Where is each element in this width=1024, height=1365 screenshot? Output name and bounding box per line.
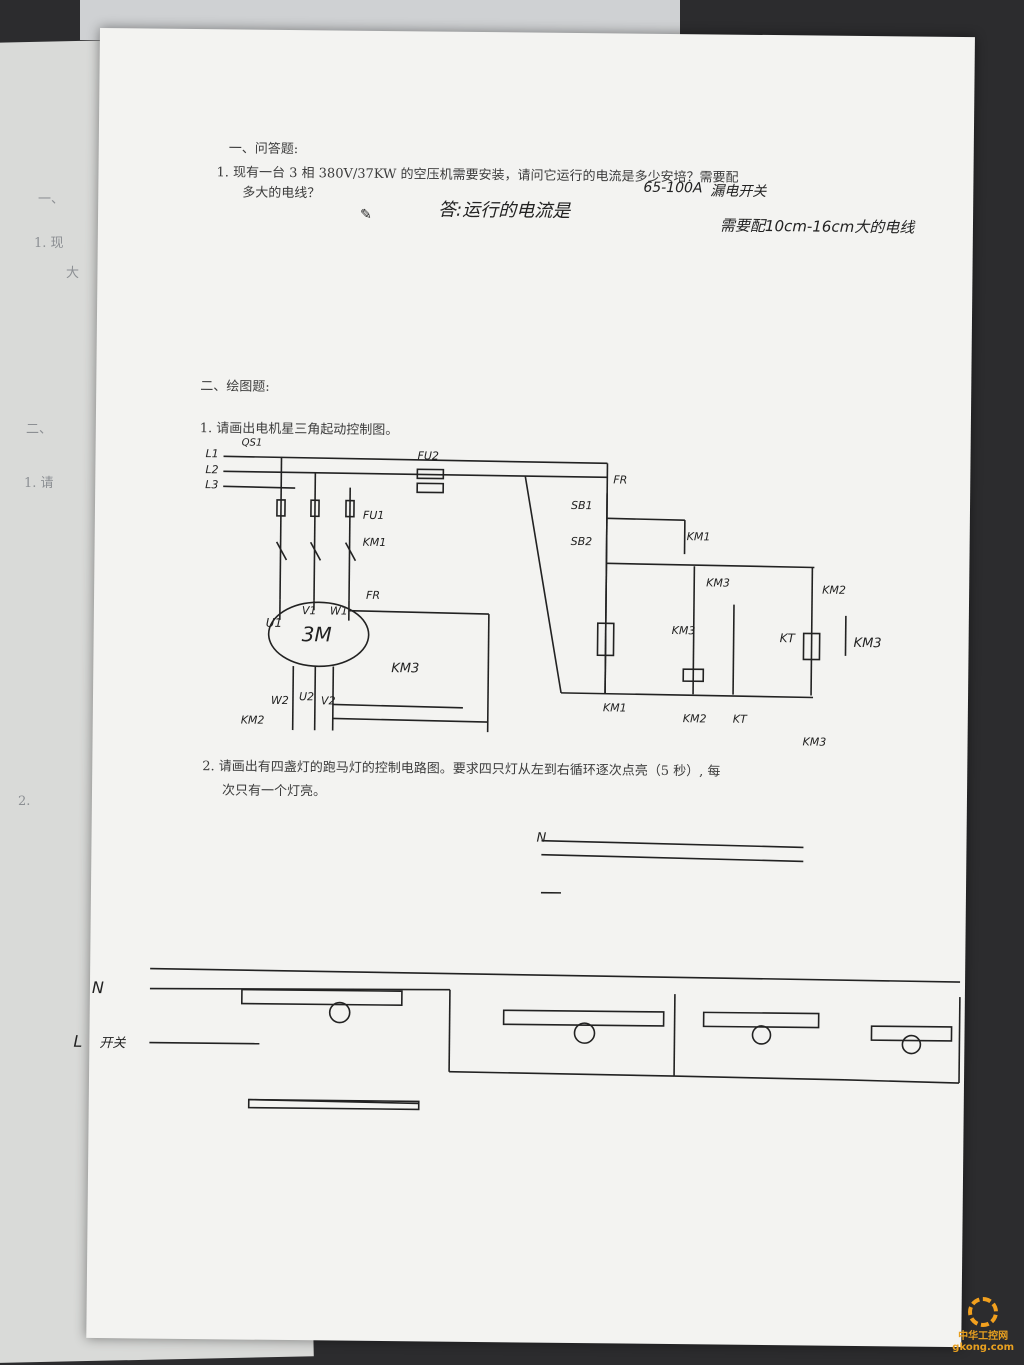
label-w1: W1 xyxy=(329,604,348,618)
under-text-1: 一、 xyxy=(38,192,65,207)
label-v2: V2 xyxy=(320,694,336,708)
label-sb2: SB2 xyxy=(570,534,593,549)
watermark-url: gkong.com xyxy=(952,1342,1014,1353)
watermark-name: 中华工控网 xyxy=(958,1331,1009,1342)
label-km3-right: KM3 xyxy=(706,576,730,590)
gear-logo-icon xyxy=(968,1297,999,1327)
under-text-2: 1. 现 xyxy=(34,236,64,251)
label-km1: KM1 xyxy=(362,535,387,550)
label-fu1: FU1 xyxy=(362,508,385,523)
label-u1: U1 xyxy=(265,615,283,630)
label-fr: FR xyxy=(366,588,381,602)
label-motor: 3M xyxy=(301,622,332,647)
label-u2: U2 xyxy=(298,690,315,704)
under-text-5: 1. 请 xyxy=(24,476,54,491)
label-km3: KM3 xyxy=(391,661,420,677)
label-km1-right: KM1 xyxy=(686,530,711,544)
label-km3-top: KM3 xyxy=(853,635,882,652)
label-kt: KT xyxy=(779,631,795,646)
label-l1: L1 xyxy=(205,447,219,461)
label-km1-bottom: KM1 xyxy=(602,701,627,715)
lamp-diagram xyxy=(149,839,961,1111)
label-l3: L3 xyxy=(205,478,219,492)
label-w2: W2 xyxy=(270,693,289,708)
label-qs: QS1 xyxy=(241,437,263,449)
label-km3-coil: KM3 xyxy=(671,624,696,638)
watermark: 中华工控网 gkong.com xyxy=(952,1297,1014,1353)
label-km2: KM2 xyxy=(240,713,265,727)
exam-paper: 一、问答题: 1. 现有一台 3 相 380V/37KW 的空压机需要安装，请问… xyxy=(73,28,975,1348)
lamp-label-n: N xyxy=(91,977,105,998)
lamp-label-n2: N xyxy=(536,830,547,846)
star-delta-diagram xyxy=(149,455,961,1111)
under-text-4: 二、 xyxy=(26,422,53,437)
label-km2-right: KM2 xyxy=(822,583,846,597)
label-fu2: FU2 xyxy=(417,449,439,463)
label-km3-bottom: KM3 xyxy=(802,735,827,749)
label-l2: L2 xyxy=(205,463,219,477)
lamp-label-l: L xyxy=(73,1031,83,1051)
lamp-label-switch: 开关 xyxy=(99,1036,126,1052)
label-sb1: SB1 xyxy=(570,498,593,513)
label-kt-bottom: KT xyxy=(732,712,747,726)
label-v1: V1 xyxy=(301,604,317,618)
under-text-6: 2. xyxy=(18,794,31,809)
label-fr-right: FR xyxy=(613,473,628,487)
under-text-3: 大 xyxy=(66,266,80,281)
label-km2-bottom: KM2 xyxy=(682,712,707,726)
